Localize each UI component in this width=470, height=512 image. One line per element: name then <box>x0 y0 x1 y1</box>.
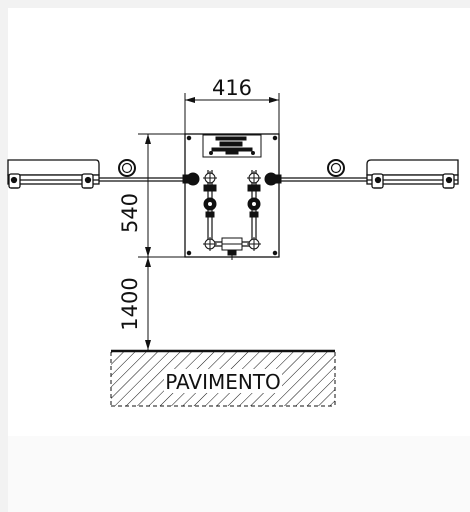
floor-label: PAVIMENTO <box>165 370 281 394</box>
left-fixture <box>7 159 100 189</box>
floor-clearance-label: 1400 <box>118 277 142 330</box>
height-dimension-label: 540 <box>118 193 142 233</box>
lower-blank-area <box>8 436 470 512</box>
right-valves <box>247 171 282 251</box>
panel-instrument <box>202 134 262 158</box>
right-ring <box>327 159 345 177</box>
right-fixture <box>366 159 459 189</box>
floor-clearance-dimension <box>145 257 151 350</box>
main-pipe <box>98 177 368 182</box>
floor <box>110 349 336 407</box>
height-dimension <box>138 133 186 258</box>
width-dimension <box>184 93 280 135</box>
left-valves <box>182 171 217 251</box>
bottom-fitting <box>221 237 243 260</box>
left-ring <box>118 159 136 177</box>
width-dimension-label: 416 <box>212 76 252 100</box>
